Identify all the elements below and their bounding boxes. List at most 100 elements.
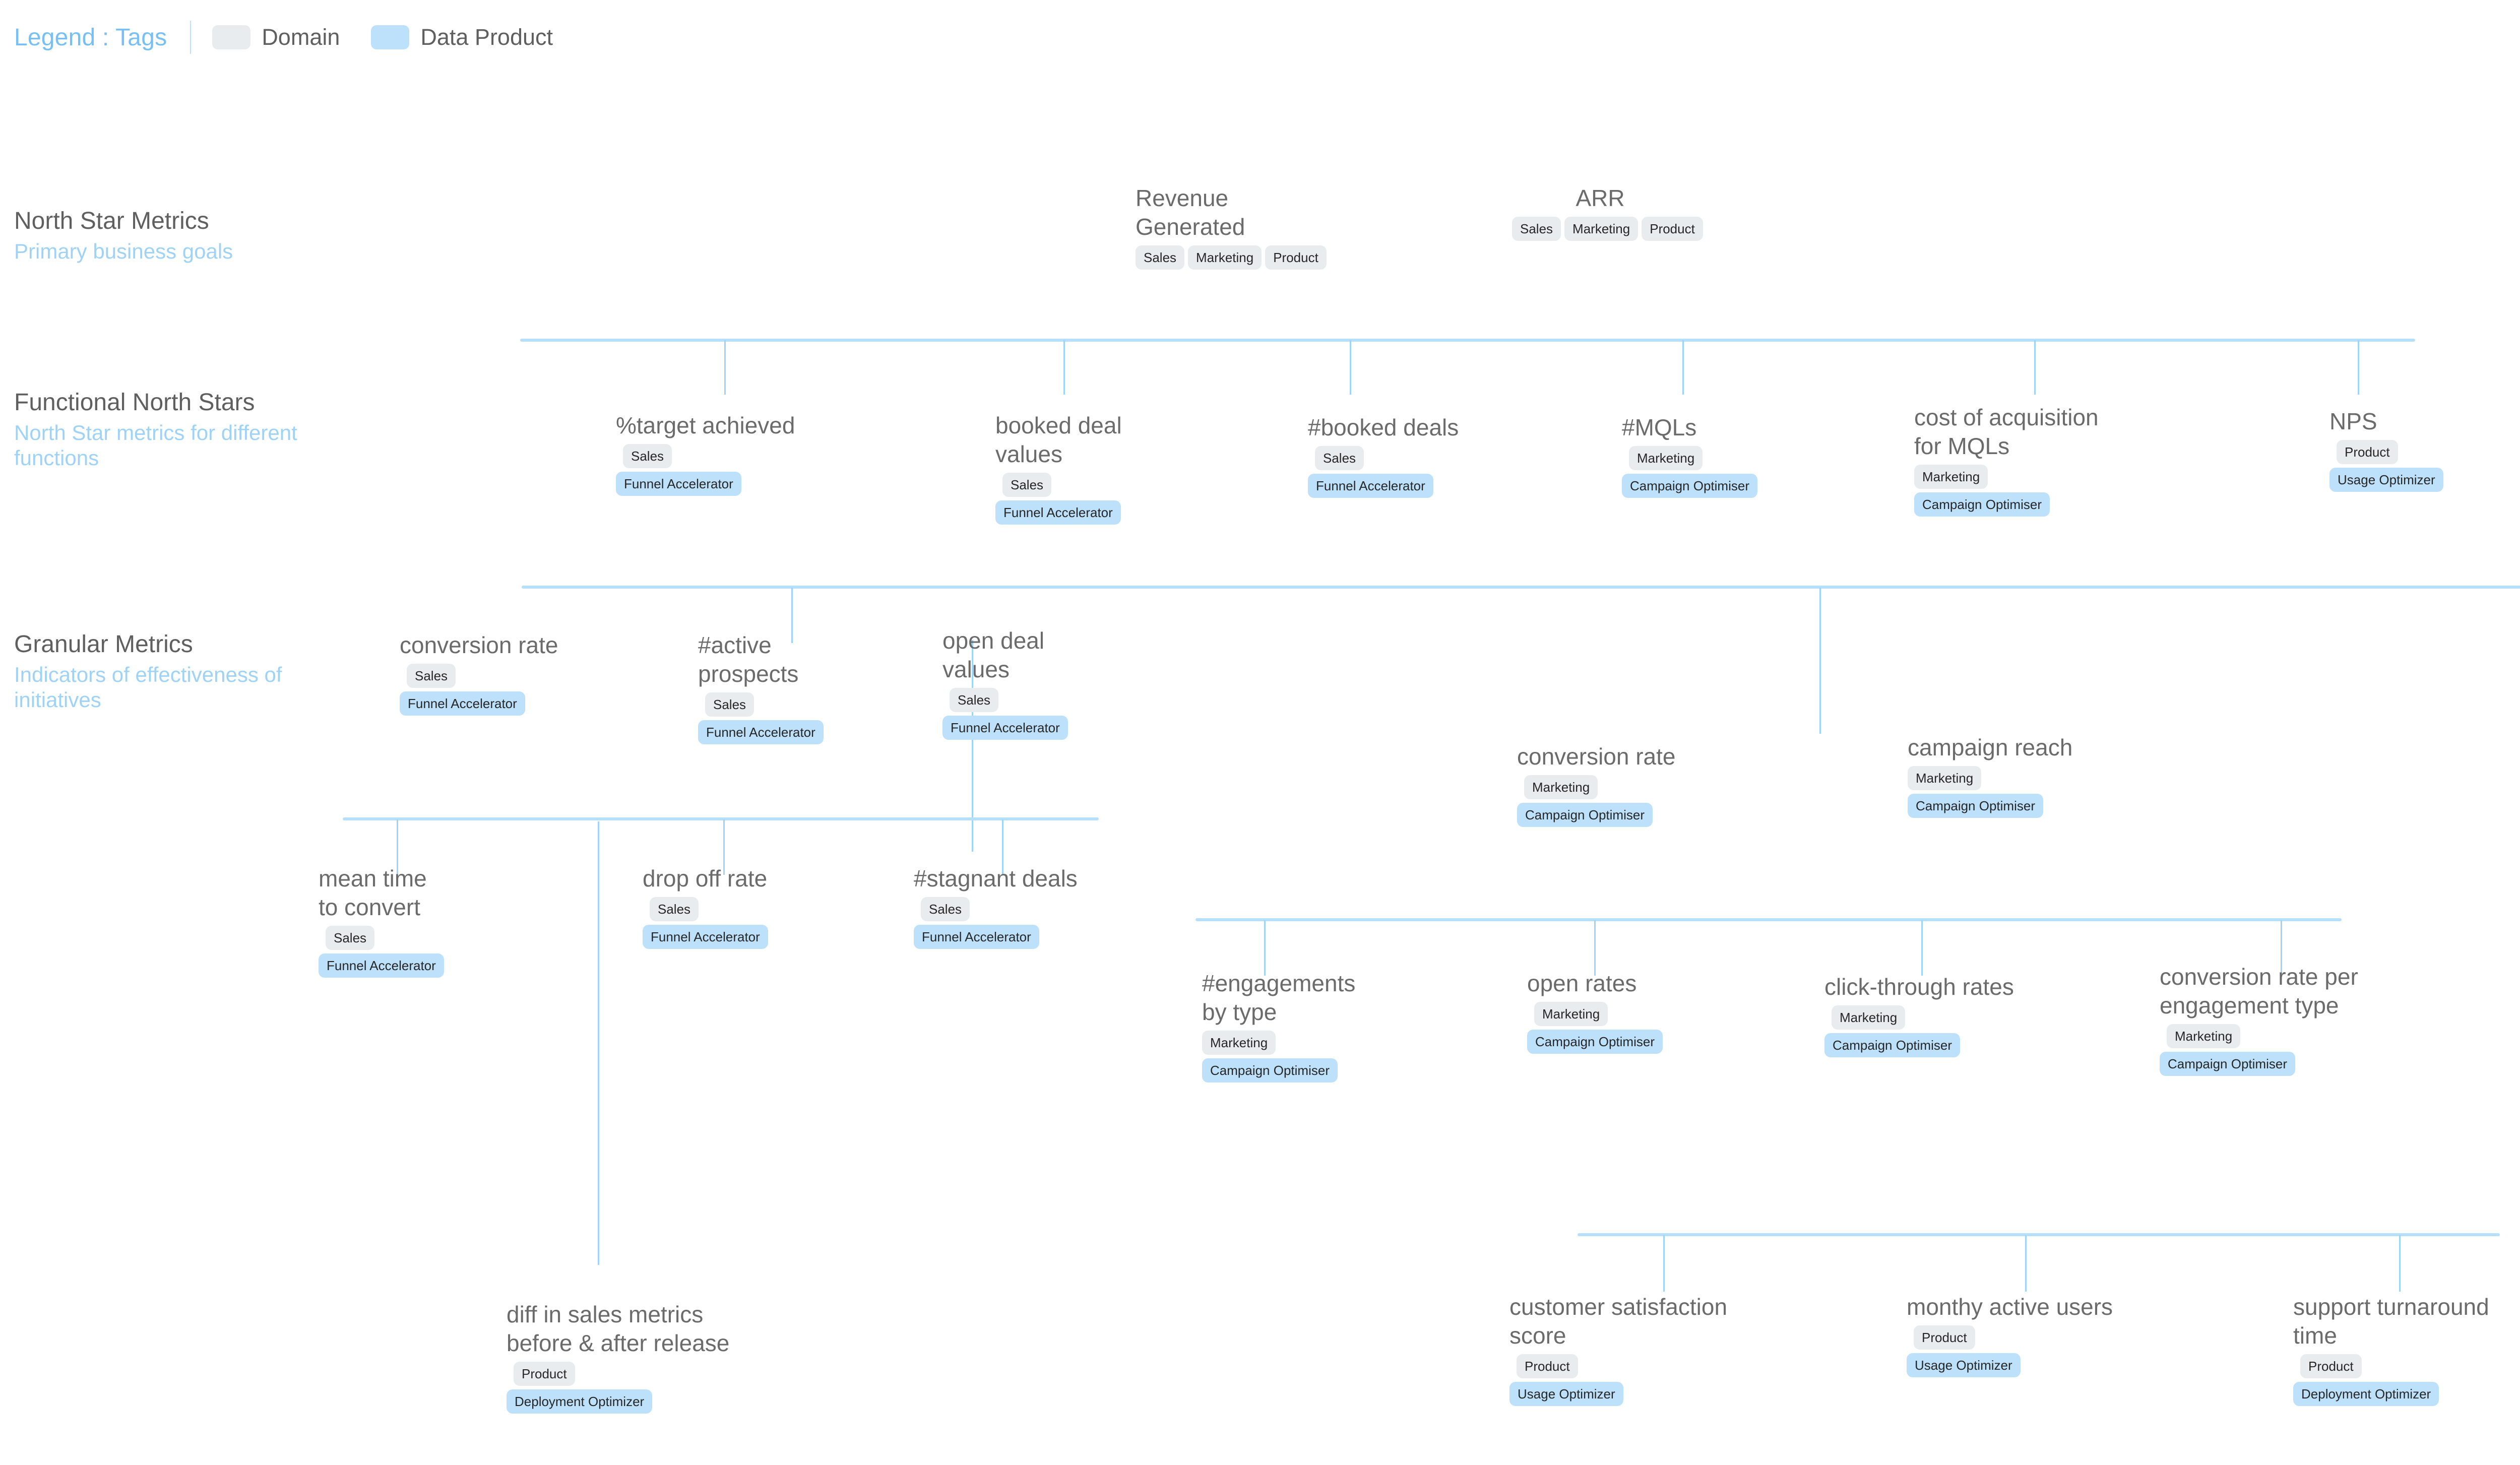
tag-domain[interactable]: Marketing <box>1629 446 1703 470</box>
metric-node-target-achieved[interactable]: %target achieved Sales Funnel Accelerato… <box>616 411 795 496</box>
tag-data-product[interactable]: Campaign Optimiser <box>1517 803 1653 827</box>
metric-node-mqls[interactable]: #MQLs Marketing Campaign Optimiser <box>1622 413 1757 498</box>
tag-domain[interactable]: Sales <box>921 897 970 921</box>
metric-node-stagnant-deals[interactable]: #stagnant deals Sales Funnel Accelerator <box>914 864 1078 949</box>
metric-node-active-prospects[interactable]: #active prospects Sales Funnel Accelerat… <box>698 631 824 744</box>
tag-domain[interactable]: Sales <box>1512 217 1561 241</box>
tag-group: Sales Funnel Accelerator <box>1308 446 1459 498</box>
metric-node-booked-deals[interactable]: #booked deals Sales Funnel Accelerator <box>1308 413 1459 498</box>
tag-data-product[interactable]: Funnel Accelerator <box>616 472 741 496</box>
tag-domain[interactable]: Marketing <box>1188 245 1262 270</box>
tag-group: Sales Funnel Accelerator <box>643 897 768 949</box>
legend: Legend : Tags Domain Data Product <box>14 21 584 54</box>
metric-node-conversion-rate-sales[interactable]: conversion rate Sales Funnel Accelerator <box>400 631 558 716</box>
metric-title: #active prospects <box>698 632 799 687</box>
tag-domain[interactable]: Marketing <box>1524 775 1598 799</box>
tag-data-product[interactable]: Funnel Accelerator <box>643 925 768 949</box>
tag-data-product[interactable]: Funnel Accelerator <box>914 925 1039 949</box>
tag-group: Sales Marketing Product <box>1136 245 1327 270</box>
tag-domain[interactable]: Sales <box>1136 245 1185 270</box>
metric-node-revenue-generated[interactable]: Revenue Generated Sales Marketing Produc… <box>1136 184 1327 270</box>
tag-domain[interactable]: Sales <box>950 688 999 712</box>
connector-drop-marketing-cluster <box>1819 588 1821 734</box>
metric-node-monthly-active-users[interactable]: monthy active users Product Usage Optimi… <box>1907 1293 2113 1377</box>
metric-node-open-rates[interactable]: open rates Marketing Campaign Optimiser <box>1527 969 1663 1054</box>
tag-domain[interactable]: Product <box>2300 1354 2362 1378</box>
tag-domain[interactable]: Marketing <box>1564 217 1639 241</box>
connector-drop-booked-deal-values <box>1063 340 1065 395</box>
metric-node-customer-satisfaction-score[interactable]: customer satisfaction score Product Usag… <box>1509 1293 1727 1406</box>
tag-data-product[interactable]: Campaign Optimiser <box>2160 1052 2295 1076</box>
tag-domain[interactable]: Product <box>1642 217 1703 241</box>
tag-domain[interactable]: Product <box>2337 440 2398 464</box>
data-product-swatch-icon <box>371 25 410 49</box>
tag-domain[interactable]: Marketing <box>1914 465 1988 489</box>
tag-data-product[interactable]: Funnel Accelerator <box>400 691 525 716</box>
metric-node-arr[interactable]: ARR Sales Marketing Product <box>1512 184 1703 241</box>
tier-title: North Star Metrics <box>14 208 209 234</box>
tag-data-product[interactable]: Funnel Accelerator <box>319 953 444 978</box>
connector-drop-customer-satisfaction <box>1663 1235 1665 1292</box>
metric-node-mean-time-to-convert[interactable]: mean time to convert Sales Funnel Accele… <box>319 864 444 978</box>
tag-domain[interactable]: Sales <box>1002 473 1052 497</box>
metric-node-booked-deal-values[interactable]: booked deal values Sales Funnel Accelera… <box>995 411 1122 525</box>
tag-data-product[interactable]: Campaign Optimiser <box>1824 1033 1960 1057</box>
domain-swatch-icon <box>212 25 251 49</box>
connector-drop-sales-sub-bus <box>972 640 973 852</box>
connector-drop-mqls <box>1682 340 1684 395</box>
tag-domain[interactable]: Product <box>1914 1325 1975 1350</box>
metric-node-conversion-rate-per-engagement-type[interactable]: conversion rate per engagement type Mark… <box>2160 963 2358 1076</box>
metric-node-support-turnaround-time[interactable]: support turnaround time Product Deployme… <box>2293 1293 2489 1406</box>
tag-domain[interactable]: Sales <box>1315 446 1364 470</box>
tag-data-product[interactable]: Campaign Optimiser <box>1527 1030 1663 1054</box>
tag-data-product[interactable]: Campaign Optimiser <box>1914 492 2050 517</box>
metric-node-campaign-reach[interactable]: campaign reach Marketing Campaign Optimi… <box>1908 733 2072 818</box>
metric-node-click-through-rates[interactable]: click-through rates Marketing Campaign O… <box>1824 973 2014 1057</box>
connector-drop-target-achieved <box>724 340 726 395</box>
metric-title: #engagements by type <box>1202 970 1356 1025</box>
tag-data-product[interactable]: Usage Optimizer <box>2329 468 2443 492</box>
tag-domain[interactable]: Sales <box>650 897 699 921</box>
metric-node-cost-of-acquisition-for-mqls[interactable]: cost of acquisition for MQLs Marketing C… <box>1914 403 2099 517</box>
tag-data-product[interactable]: Funnel Accelerator <box>995 500 1121 525</box>
legend-label-data-product: Data Product <box>420 24 553 50</box>
tag-domain[interactable]: Marketing <box>1202 1031 1276 1055</box>
tag-domain[interactable]: Sales <box>623 444 672 468</box>
tag-data-product[interactable]: Deployment Optimizer <box>2293 1382 2439 1406</box>
tag-group: Sales Funnel Accelerator <box>698 692 824 744</box>
metric-title: support turnaround time <box>2293 1294 2489 1349</box>
tag-data-product[interactable]: Funnel Accelerator <box>942 716 1068 740</box>
tag-data-product[interactable]: Funnel Accelerator <box>698 720 824 744</box>
tag-domain[interactable]: Marketing <box>1832 1005 1906 1030</box>
metric-title: #MQLs <box>1622 414 1697 440</box>
metric-node-diff-in-sales-metrics[interactable]: diff in sales metrics before & after rel… <box>507 1300 729 1414</box>
tag-data-product[interactable]: Deployment Optimizer <box>507 1389 653 1414</box>
tag-domain[interactable]: Marketing <box>1908 766 1982 790</box>
tag-data-product[interactable]: Funnel Accelerator <box>1308 474 1433 498</box>
metric-node-drop-off-rate[interactable]: drop off rate Sales Funnel Accelerator <box>643 864 768 949</box>
tag-domain[interactable]: Marketing <box>2167 1024 2241 1048</box>
tag-group: Sales Funnel Accelerator <box>400 664 558 716</box>
tag-data-product[interactable]: Campaign Optimiser <box>1202 1058 1338 1082</box>
tag-data-product[interactable]: Campaign Optimiser <box>1622 474 1757 498</box>
tag-data-product[interactable]: Usage Optimizer <box>1907 1353 2021 1377</box>
tag-domain[interactable]: Product <box>1265 245 1327 270</box>
metric-node-conversion-rate-marketing[interactable]: conversion rate Marketing Campaign Optim… <box>1517 742 1676 827</box>
tier-title: Functional North Stars <box>14 389 255 416</box>
tag-data-product[interactable]: Usage Optimizer <box>1509 1382 1623 1406</box>
connector-bus-product-granular <box>1578 1233 2500 1236</box>
tag-domain[interactable]: Sales <box>705 692 754 717</box>
tag-domain[interactable]: Marketing <box>1534 1002 1608 1026</box>
metric-node-engagements-by-type[interactable]: #engagements by type Marketing Campaign … <box>1202 969 1355 1082</box>
tag-domain[interactable]: Product <box>514 1362 575 1386</box>
tag-group: Marketing Campaign Optimiser <box>1527 1002 1663 1054</box>
metric-node-nps[interactable]: NPS Product Usage Optimizer <box>2329 407 2443 492</box>
legend-entry-data-product: Data Product <box>371 24 553 50</box>
tag-data-product[interactable]: Campaign Optimiser <box>1908 794 2043 818</box>
tag-domain[interactable]: Sales <box>326 926 375 950</box>
tag-domain[interactable]: Product <box>1517 1354 1578 1378</box>
tag-group: Product Deployment Optimizer <box>2293 1354 2489 1406</box>
tag-domain[interactable]: Sales <box>407 664 456 688</box>
metric-title: %target achieved <box>616 412 795 438</box>
metric-node-open-deal-values[interactable]: open deal values Sales Funnel Accelerato… <box>942 626 1068 740</box>
